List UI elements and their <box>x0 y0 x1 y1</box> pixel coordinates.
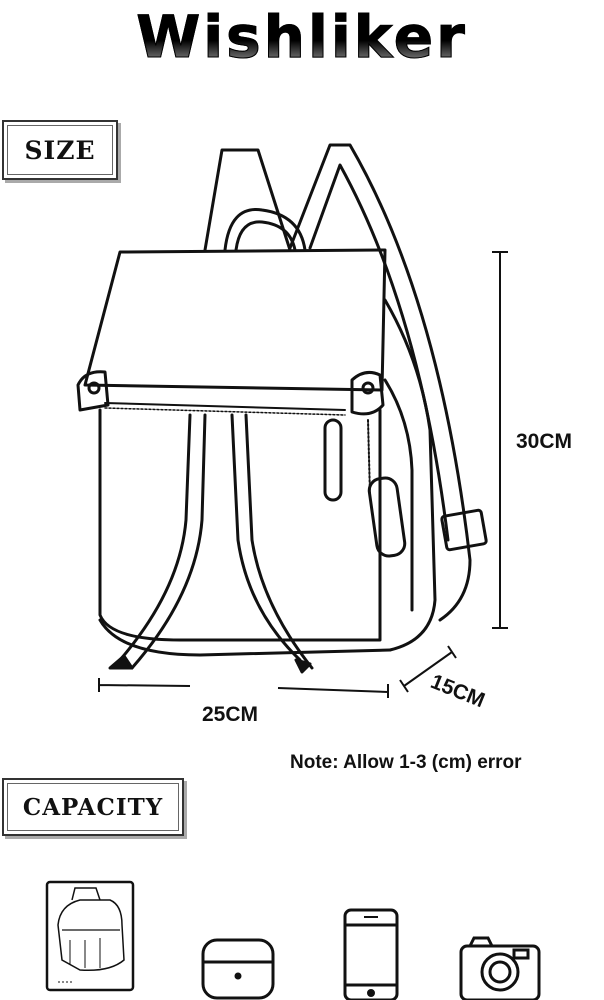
strap-buckle <box>440 508 488 552</box>
backpack-handle <box>223 208 307 252</box>
width-measure-line <box>98 678 389 698</box>
height-measure-line <box>492 251 508 629</box>
backpack-side <box>383 298 437 652</box>
mini-backpack-icon <box>45 880 135 992</box>
height-dimension: 30CM <box>516 430 573 453</box>
capacity-section-badge: CAPACITY <box>2 778 184 836</box>
backpack-zipper <box>104 402 346 411</box>
backpack-strap-left <box>203 148 292 252</box>
width-dimension: 25CM <box>202 703 259 726</box>
backpack-body <box>98 408 382 642</box>
camera-icon <box>459 936 541 1000</box>
brand-title: Wishliker <box>0 2 604 72</box>
smartphone-icon <box>343 908 399 1000</box>
backpack-flap <box>83 248 387 392</box>
measurement-note: Note: Allow 1-3 (cm) error <box>290 752 522 773</box>
size-section-badge: SIZE <box>2 120 118 180</box>
backpack-drawstring-left <box>118 413 192 662</box>
backpack-strap-right <box>288 143 472 622</box>
depth-measure-line <box>399 645 457 693</box>
backpack-drawstring-right <box>230 413 302 662</box>
earbuds-case-icon <box>201 938 275 1000</box>
